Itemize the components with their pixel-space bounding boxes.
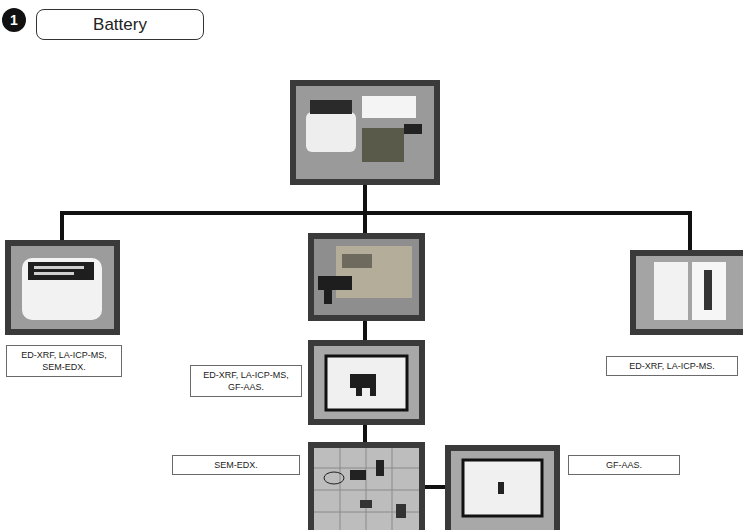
tree-line [60, 211, 692, 215]
battery-label [310, 100, 352, 114]
photo-ground [636, 256, 743, 329]
photo [308, 233, 425, 321]
tree-line [363, 213, 367, 233]
battery-cover [306, 112, 356, 152]
battery-tab [404, 124, 422, 134]
node-text: ED-XRF, LA-ICP-MS, SEM-EDX. [12, 349, 116, 373]
circuit-part [350, 374, 376, 388]
photo-frame [308, 340, 425, 425]
method-box: ED-XRF, LA-ICP-MS, GF-AAS. [190, 365, 302, 397]
photo [630, 250, 743, 335]
battery-cover [22, 258, 102, 320]
circuit-part [356, 386, 362, 396]
fragment [360, 500, 372, 508]
method-box: ED-XRF, LA-ICP-MS. [606, 356, 738, 376]
battery-tab [324, 290, 332, 304]
battery-film [692, 262, 726, 320]
photo-ground [11, 246, 114, 329]
film-print [704, 270, 712, 310]
title-box: Battery [36, 9, 204, 40]
callout-number: 1 [2, 8, 26, 32]
grid [314, 448, 419, 530]
method-box: ED-XRF, LA-ICP-MS, SEM-EDX. [6, 345, 122, 377]
tree-line [425, 485, 445, 489]
photo-ground [314, 346, 419, 419]
node-text: ED-XRF, LA-ICP-MS. [629, 360, 715, 372]
callout-number: 1 [10, 13, 18, 27]
badge-circle-fill [2, 8, 26, 32]
tree-line [363, 425, 367, 442]
tree-line [60, 213, 64, 240]
fragment [498, 482, 504, 494]
grid-line [340, 448, 341, 530]
photo [445, 445, 560, 530]
photo [290, 80, 440, 185]
node-text: SEM-EDX. [214, 459, 258, 471]
photo [5, 240, 120, 335]
label-print [34, 266, 84, 269]
method-box: GF-AAS. [568, 455, 680, 475]
node-text: Battery [93, 15, 147, 35]
photo-ground [314, 239, 419, 315]
node-text: GF-AAS. [606, 459, 642, 471]
sample-frame [326, 356, 407, 410]
photo-frame [5, 240, 120, 335]
fragment [376, 460, 384, 476]
node-text: ED-XRF, LA-ICP-MS, GF-AAS. [196, 369, 296, 393]
photo [308, 340, 425, 425]
grid-line [392, 448, 393, 530]
battery-cell [336, 246, 412, 298]
tree-line [688, 213, 692, 250]
battery-film [362, 96, 416, 118]
photo-ground [314, 448, 419, 530]
method-box: SEM-EDX. [172, 455, 300, 475]
tree-lines [60, 185, 692, 487]
label-print [34, 272, 74, 275]
photo [308, 442, 425, 530]
mark-circle [324, 472, 344, 484]
battery-label [28, 262, 94, 280]
photo-frame [445, 445, 560, 530]
battery-tab [318, 276, 352, 290]
tree-line [363, 321, 367, 340]
grid-line [366, 448, 367, 530]
battery-film [654, 262, 688, 320]
photo-ground [296, 86, 434, 179]
photo-frame [630, 250, 743, 335]
fragment [396, 504, 406, 518]
fragment [350, 470, 366, 480]
sample-frame [463, 460, 542, 516]
photo-frame [308, 442, 425, 530]
photo-frame [290, 80, 440, 185]
tree-line [363, 185, 367, 213]
photo-ground [451, 451, 554, 530]
battery-cell [362, 128, 404, 162]
circuit-part [370, 386, 376, 396]
cell-mark [342, 254, 372, 268]
photo-frame [308, 233, 425, 321]
